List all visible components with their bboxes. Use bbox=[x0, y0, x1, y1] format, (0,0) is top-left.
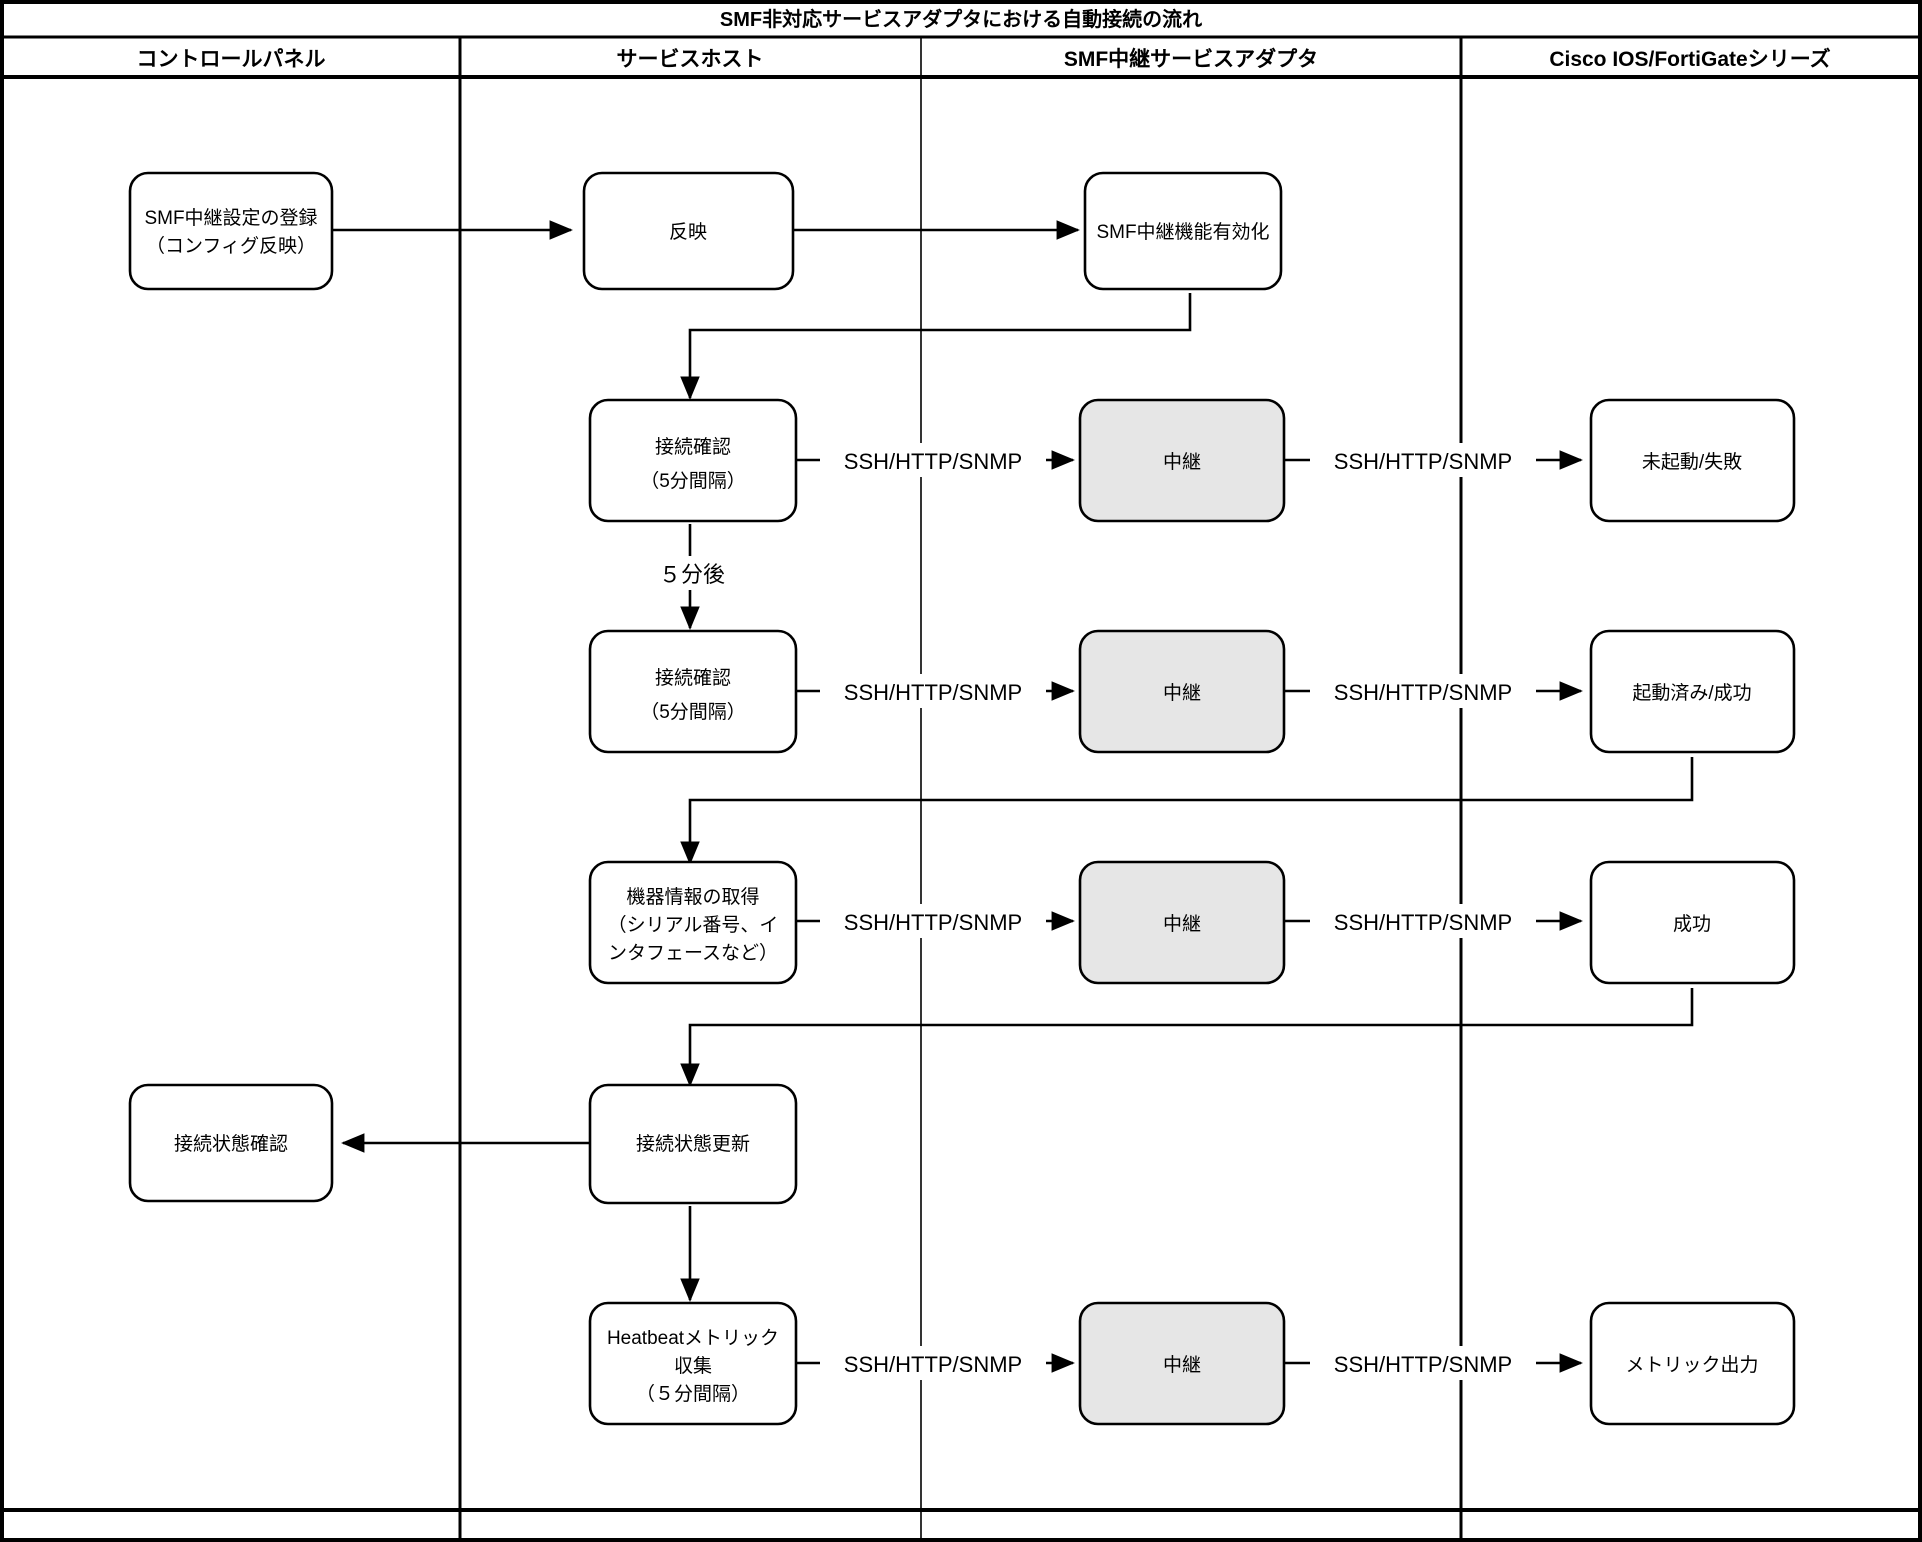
node-connection-state-update[interactable]: 接続状態更新 bbox=[588, 1083, 798, 1205]
edge-n3-n4 bbox=[680, 293, 1192, 400]
node-label-line: 収集 bbox=[674, 1355, 712, 1377]
node-box[interactable] bbox=[128, 1083, 334, 1203]
node-box[interactable] bbox=[588, 860, 798, 985]
edge-label-n16-n17: SSH/HTTP/SNMP bbox=[1334, 1352, 1512, 1377]
node-label-line: Heatbeatメトリック bbox=[607, 1327, 779, 1349]
node-label-line: （シリアル番号、イ bbox=[608, 914, 779, 936]
node-label-line: 中継 bbox=[1163, 913, 1201, 935]
node-box[interactable] bbox=[588, 1083, 798, 1205]
node-smf-relay-config-register[interactable]: SMF中継設定の登録 （コンフィグ反映） bbox=[128, 171, 334, 291]
node-label-line: SMF中継設定の登録 bbox=[144, 207, 317, 229]
edge-n12-n14 bbox=[680, 988, 1694, 1087]
node-label-line: 接続状態更新 bbox=[636, 1133, 750, 1155]
node-label-line: （5分間隔） bbox=[640, 701, 746, 723]
node-box[interactable] bbox=[128, 171, 334, 291]
node-box[interactable] bbox=[582, 171, 795, 291]
node-box[interactable] bbox=[1078, 629, 1286, 754]
node-label-line: ンタフェースなど） bbox=[608, 942, 778, 964]
node-box[interactable] bbox=[1078, 1301, 1286, 1426]
node-enable-smf-relay-function[interactable]: SMF中継機能有効化 bbox=[1083, 171, 1283, 291]
node-box[interactable] bbox=[1078, 398, 1286, 523]
diagram-title: SMF非対応サービスアダプタにおける自動接続の流れ bbox=[720, 7, 1202, 31]
node-label-line: 中継 bbox=[1163, 451, 1201, 473]
node-label-line: メトリック出力 bbox=[1625, 1354, 1758, 1376]
node-success[interactable]: 成功 bbox=[1589, 860, 1796, 985]
node-box[interactable] bbox=[1078, 860, 1286, 985]
edge-label-n11-n12: SSH/HTTP/SNMP bbox=[1334, 910, 1512, 935]
node-metric-output[interactable]: メトリック出力 bbox=[1589, 1301, 1796, 1426]
node-relay-2[interactable]: 中継 bbox=[1078, 629, 1286, 754]
node-connection-check-2[interactable]: 接続確認 （5分間隔） bbox=[588, 629, 798, 754]
edge-label-n8-n9: SSH/HTTP/SNMP bbox=[1334, 680, 1512, 705]
node-box[interactable] bbox=[588, 1301, 798, 1426]
node-relay-1[interactable]: 中継 bbox=[1078, 398, 1286, 523]
edge-n9-n10 bbox=[680, 757, 1694, 865]
node-box[interactable] bbox=[1589, 398, 1796, 523]
node-box[interactable] bbox=[588, 398, 798, 523]
node-label-line: 接続確認 bbox=[655, 667, 731, 689]
lane-header-service-host: サービスホスト bbox=[617, 48, 764, 71]
node-label-line: 未起動/失敗 bbox=[1642, 451, 1742, 473]
node-label-line: （コンフィグ反映） bbox=[146, 235, 316, 257]
node-apply[interactable]: 反映 bbox=[582, 171, 795, 291]
node-not-started-failure[interactable]: 未起動/失敗 bbox=[1589, 398, 1796, 523]
node-get-device-info[interactable]: 機器情報の取得 （シリアル番号、イ ンタフェースなど） bbox=[588, 860, 798, 985]
edge-labels: SSH/HTTP/SNMP SSH/HTTP/SNMP SSH/HTTP/SNM… bbox=[630, 443, 1536, 1380]
node-box[interactable] bbox=[588, 629, 798, 754]
lane-header-smf-relay-adapter: SMF中継サービスアダプタ bbox=[1064, 47, 1318, 71]
node-heartbeat-metric-collection[interactable]: Heatbeatメトリック 収集 （５分間隔） bbox=[588, 1301, 798, 1426]
node-label-line: （5分間隔） bbox=[640, 470, 746, 492]
edge-label-n7-n8: SSH/HTTP/SNMP bbox=[844, 680, 1022, 705]
edge-label-n10-n11: SSH/HTTP/SNMP bbox=[844, 910, 1022, 935]
node-started-success[interactable]: 起動済み/成功 bbox=[1589, 629, 1796, 754]
node-label-line: （５分間隔） bbox=[636, 1383, 750, 1405]
lane-dividers bbox=[458, 37, 1463, 1540]
node-box[interactable] bbox=[1083, 171, 1283, 291]
node-box[interactable] bbox=[1589, 860, 1796, 985]
node-connection-state-check[interactable]: 接続状態確認 bbox=[128, 1083, 334, 1203]
node-relay-3[interactable]: 中継 bbox=[1078, 860, 1286, 985]
node-label-line: SMF中継機能有効化 bbox=[1096, 221, 1269, 243]
node-label-line: 接続状態確認 bbox=[174, 1133, 288, 1155]
node-box[interactable] bbox=[1589, 1301, 1796, 1426]
edge-label-n5-n6: SSH/HTTP/SNMP bbox=[1334, 449, 1512, 474]
edge-label-n4-n5: SSH/HTTP/SNMP bbox=[844, 449, 1022, 474]
edge-label-n4-n7: ５分後 bbox=[659, 562, 725, 587]
node-label-line: 機器情報の取得 bbox=[626, 886, 759, 908]
node-label-line: 中継 bbox=[1163, 1354, 1201, 1376]
node-label-line: 接続確認 bbox=[655, 436, 731, 458]
node-label-line: 成功 bbox=[1673, 913, 1711, 935]
node-box[interactable] bbox=[1589, 629, 1796, 754]
node-relay-4[interactable]: 中継 bbox=[1078, 1301, 1286, 1426]
node-connection-check-1[interactable]: 接続確認 （5分間隔） bbox=[588, 398, 798, 523]
node-label-line: 中継 bbox=[1163, 682, 1201, 704]
node-label-line: 反映 bbox=[669, 221, 707, 243]
lane-header-control-panel: コントロールパネル bbox=[137, 48, 326, 71]
edge-label-n15-n16: SSH/HTTP/SNMP bbox=[844, 1352, 1022, 1377]
lane-header-cisco-fortigate: Cisco IOS/FortiGateシリーズ bbox=[1549, 47, 1830, 71]
node-label-line: 起動済み/成功 bbox=[1632, 682, 1751, 704]
